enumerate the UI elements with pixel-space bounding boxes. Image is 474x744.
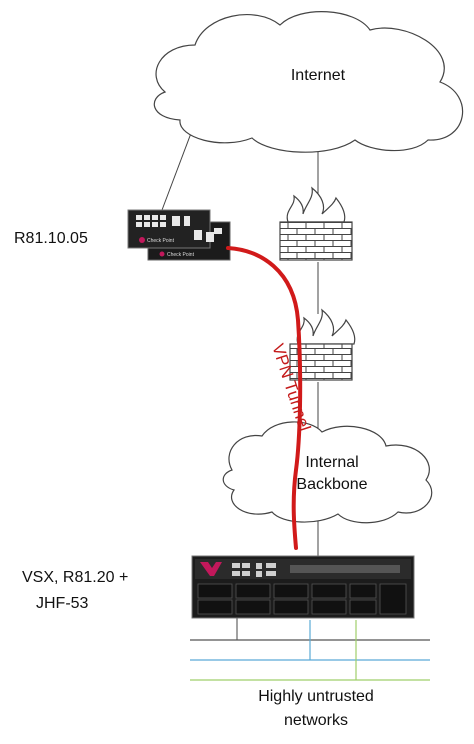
vsx-drive-bays	[197, 583, 407, 615]
internet-cloud-shape	[153, 11, 464, 153]
backbone-label-line1: Internal	[305, 454, 358, 471]
internet-label: Internet	[291, 67, 346, 84]
vsx-logo-icon	[200, 562, 222, 576]
backbone-cloud-shape	[222, 421, 433, 524]
vsx-ports	[232, 563, 400, 577]
networks-label-line1: Highly untrusted	[258, 688, 374, 705]
gateway-logo-icon	[139, 237, 145, 243]
vsx-label-line1: VSX, R81.20 +	[22, 569, 128, 586]
gateway-rear-logo-icon	[159, 251, 165, 257]
vsx-appliance	[191, 555, 415, 619]
backbone-label-line2: Backbone	[296, 476, 367, 493]
firewall-upper-flame-icon	[286, 186, 346, 223]
network-segments	[190, 620, 430, 681]
firewall-upper-wall-icon	[279, 221, 353, 261]
gateway-rear-badge-text: Check Point	[167, 252, 195, 258]
firewall-upper	[279, 186, 353, 261]
networks-label-line2: networks	[284, 712, 348, 729]
gateway-badge-text: Check Point	[147, 238, 175, 244]
gateway-ports	[136, 215, 222, 242]
vsx-label-line2: JHF-53	[36, 595, 89, 612]
firewall-lower-flame-icon	[296, 308, 356, 345]
vpn-tunnel-path	[226, 246, 303, 550]
gateway-appliance: Check Point Check Point	[127, 209, 231, 261]
internet-cloud: Internet	[153, 11, 464, 153]
backbone-cloud: Internal Backbone	[222, 421, 433, 524]
gateway-version-label: R81.10.05	[14, 230, 88, 247]
